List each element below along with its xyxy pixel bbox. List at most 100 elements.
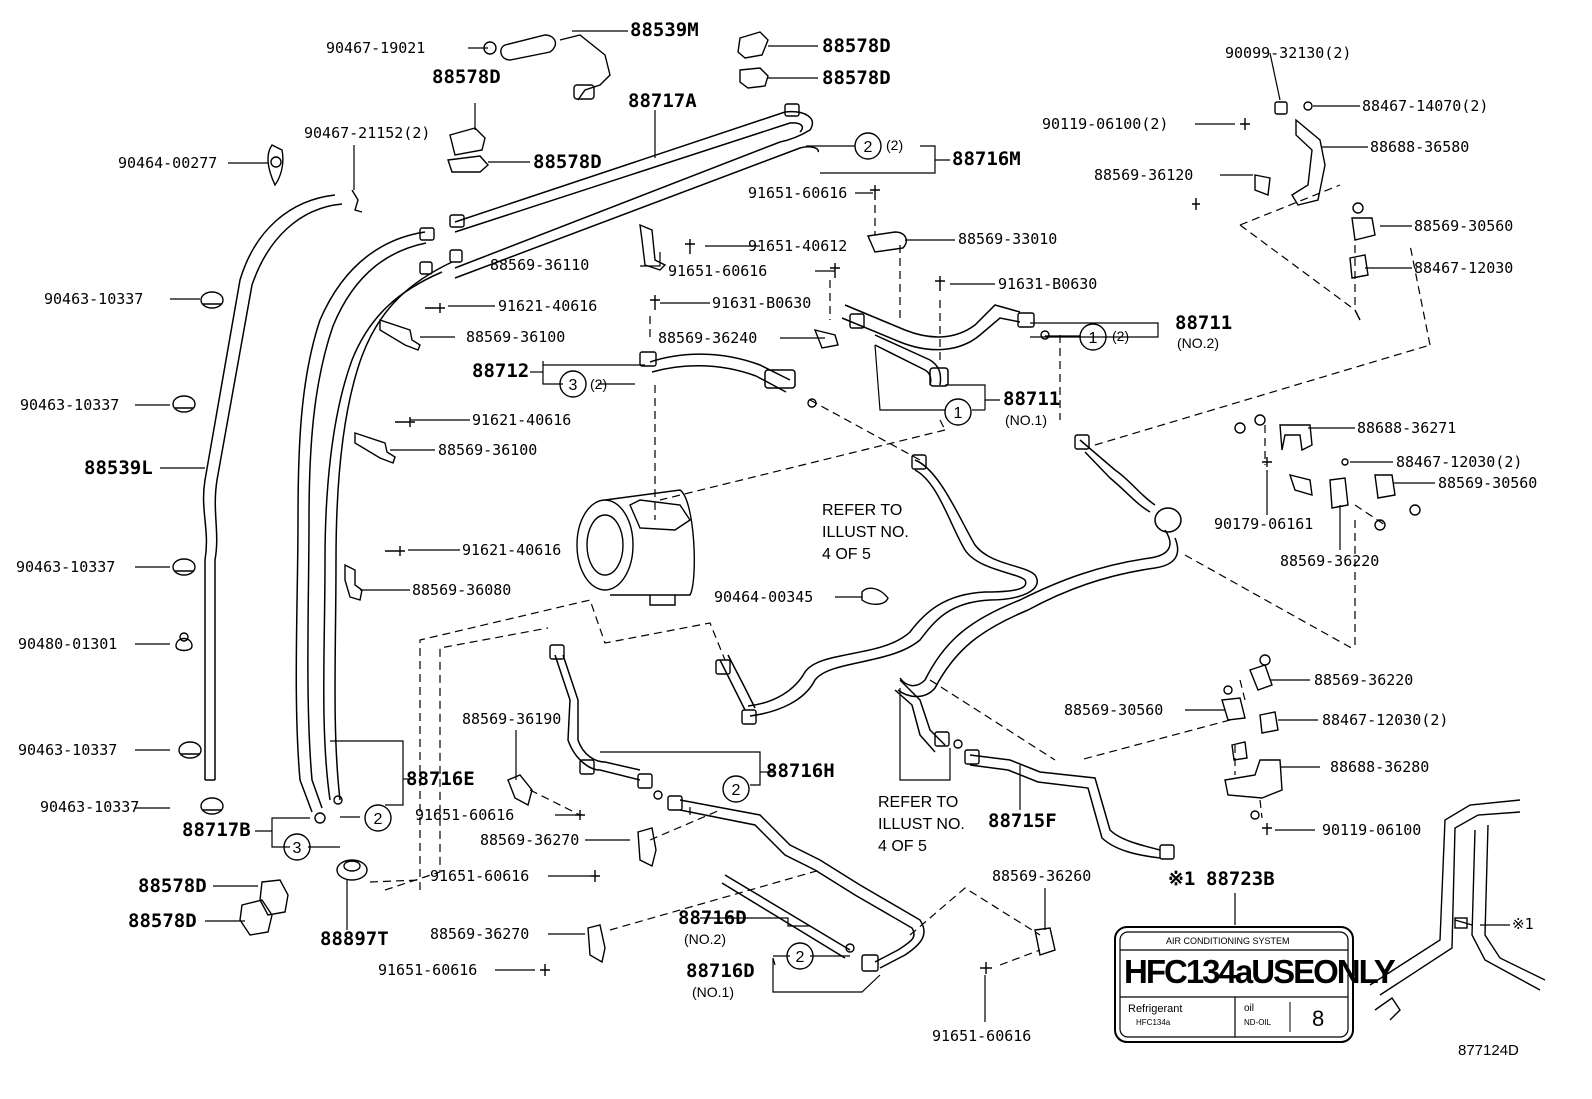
inset-body-panel [1369, 799, 1546, 1021]
part-label: 91631-B0630 [712, 294, 812, 312]
part-label: 91621-40616 [498, 297, 598, 315]
part-label: 90467-21152(2) [304, 124, 431, 142]
part-label: 88569-36260 [992, 867, 1092, 885]
refer-line: REFER TO [822, 502, 903, 519]
part-label: 88717A [628, 90, 697, 112]
part-label: 88688-36280 [1330, 758, 1430, 776]
callout-2: 2 [374, 811, 383, 828]
part-label: 88723B [1206, 868, 1275, 890]
variant-note: (NO.2) [1177, 335, 1219, 351]
pipe-middle [719, 459, 1038, 717]
part-label: 88569-36080 [412, 581, 512, 599]
part-label: 88539M [630, 19, 699, 41]
part-label: 90463-10337 [18, 741, 118, 759]
part-label: 91651-60616 [748, 184, 848, 202]
part-label: 88688-36580 [1370, 138, 1470, 156]
part-label: 90480-01301 [18, 635, 118, 653]
illustration-code: 877124D [1458, 1042, 1519, 1059]
part-label: 88711 [1175, 312, 1233, 334]
part-label: 88467-12030(2) [1322, 711, 1449, 729]
variant-note: (NO.1) [692, 984, 734, 1000]
part-label: 88578D [432, 66, 501, 88]
callout-3: 3 [569, 377, 578, 394]
part-label: 90099-32130(2) [1225, 44, 1352, 62]
part-label: 88716M [952, 148, 1021, 170]
compressor [576, 489, 696, 606]
hose-88717A [323, 110, 819, 801]
part-label: 88716E [406, 768, 475, 790]
part-label: 88569-36120 [1094, 166, 1194, 184]
part-label: 91651-60616 [430, 867, 530, 885]
part-label: 88569-36270 [480, 831, 580, 849]
callout-1: 1 [1089, 330, 1098, 347]
part-label: 90464-00345 [714, 588, 814, 606]
refer-note: REFER TO ILLUST NO. 4 OF 5 [878, 792, 965, 858]
hose-88712 [649, 353, 796, 393]
dashed-reference-lines [369, 184, 1431, 966]
part-label: 91651-60616 [378, 961, 478, 979]
part-label: 88569-30560 [1414, 217, 1514, 235]
plate-oil-label: oil [1244, 1003, 1255, 1014]
pipe-88716H [554, 654, 641, 781]
part-label: 91621-40616 [462, 541, 562, 559]
part-label: 88716D [678, 907, 747, 929]
plate-oil-number: 8 [1312, 1006, 1325, 1031]
part-label: 90119-06100 [1322, 821, 1422, 839]
part-label: 88569-30560 [1064, 701, 1164, 719]
hose-88711-no1 [874, 334, 949, 387]
part-label: 88569-33010 [958, 230, 1058, 248]
callout-numbers: 2 1 3 1 2 2 3 2 [293, 139, 1098, 966]
plate-refrigerant-label: Refrigerant [1128, 1003, 1183, 1015]
part-label: 90463-10337 [40, 798, 140, 816]
part-label: 88715F [988, 810, 1057, 832]
hose-88539L [202, 194, 343, 781]
part-label: 91631-B0630 [998, 275, 1098, 293]
part-label: 88569-36100 [438, 441, 538, 459]
part-label: 90119-06100(2) [1042, 115, 1169, 133]
label-plate [1114, 926, 1354, 1043]
part-label: 90463-10337 [16, 558, 116, 576]
callout-circles [283, 132, 1107, 970]
part-label: 88569-36240 [658, 329, 758, 347]
refer-line: ILLUST NO. [822, 524, 909, 541]
star-mark: ※1 [1512, 915, 1534, 933]
part-label: 88716H [766, 760, 835, 782]
part-label: 88569-36190 [462, 710, 562, 728]
part-label: 88467-12030(2) [1396, 453, 1523, 471]
part-label: 88688-36271 [1357, 419, 1457, 437]
plate-main-text: HFC134aUSEONLY [1124, 953, 1396, 990]
part-label: 88569-30560 [1438, 474, 1538, 492]
part-label: 88897T [320, 928, 389, 950]
part-label: 90463-10337 [44, 290, 144, 308]
star-mark: ※1 [1168, 868, 1196, 890]
plate-refrigerant-type: HFC134a [1136, 1018, 1171, 1027]
part-label: 88467-14070(2) [1362, 97, 1489, 115]
qty-note: (2) [886, 137, 904, 153]
callout-3: 3 [293, 840, 302, 857]
pipe-88716D [679, 799, 925, 969]
refer-note: REFER TO ILLUST NO. 4 OF 5 [822, 500, 909, 566]
part-label: 88569-36220 [1314, 671, 1414, 689]
part-label: 91651-60616 [668, 262, 768, 280]
part-label: 91651-60616 [415, 806, 515, 824]
part-label: 88578D [533, 151, 602, 173]
plate-oil-type: ND-OIL [1244, 1018, 1272, 1027]
refer-line: 4 OF 5 [878, 838, 927, 855]
variant-note: (NO.1) [1005, 412, 1047, 428]
hose-88711-no2 [841, 304, 1021, 351]
part-label: 88716D [686, 960, 755, 982]
refer-line: REFER TO [878, 794, 959, 811]
pipe-88715F [894, 679, 1161, 859]
part-label: 88569-36220 [1280, 552, 1380, 570]
part-label: 88569-36100 [466, 328, 566, 346]
plate-header: AIR CONDITIONING SYSTEM [1166, 936, 1290, 946]
part-label: 91651-60616 [932, 1027, 1032, 1045]
hose-88716E [295, 231, 427, 813]
part-label: 90179-06161 [1214, 515, 1314, 533]
part-label: 88712 [472, 360, 530, 382]
part-label: 88569-36270 [430, 925, 530, 943]
part-label: 88578D [138, 875, 207, 897]
part-label: 90463-10337 [20, 396, 120, 414]
part-label: 90467-19021 [326, 39, 426, 57]
part-label: 90464-00277 [118, 154, 218, 172]
